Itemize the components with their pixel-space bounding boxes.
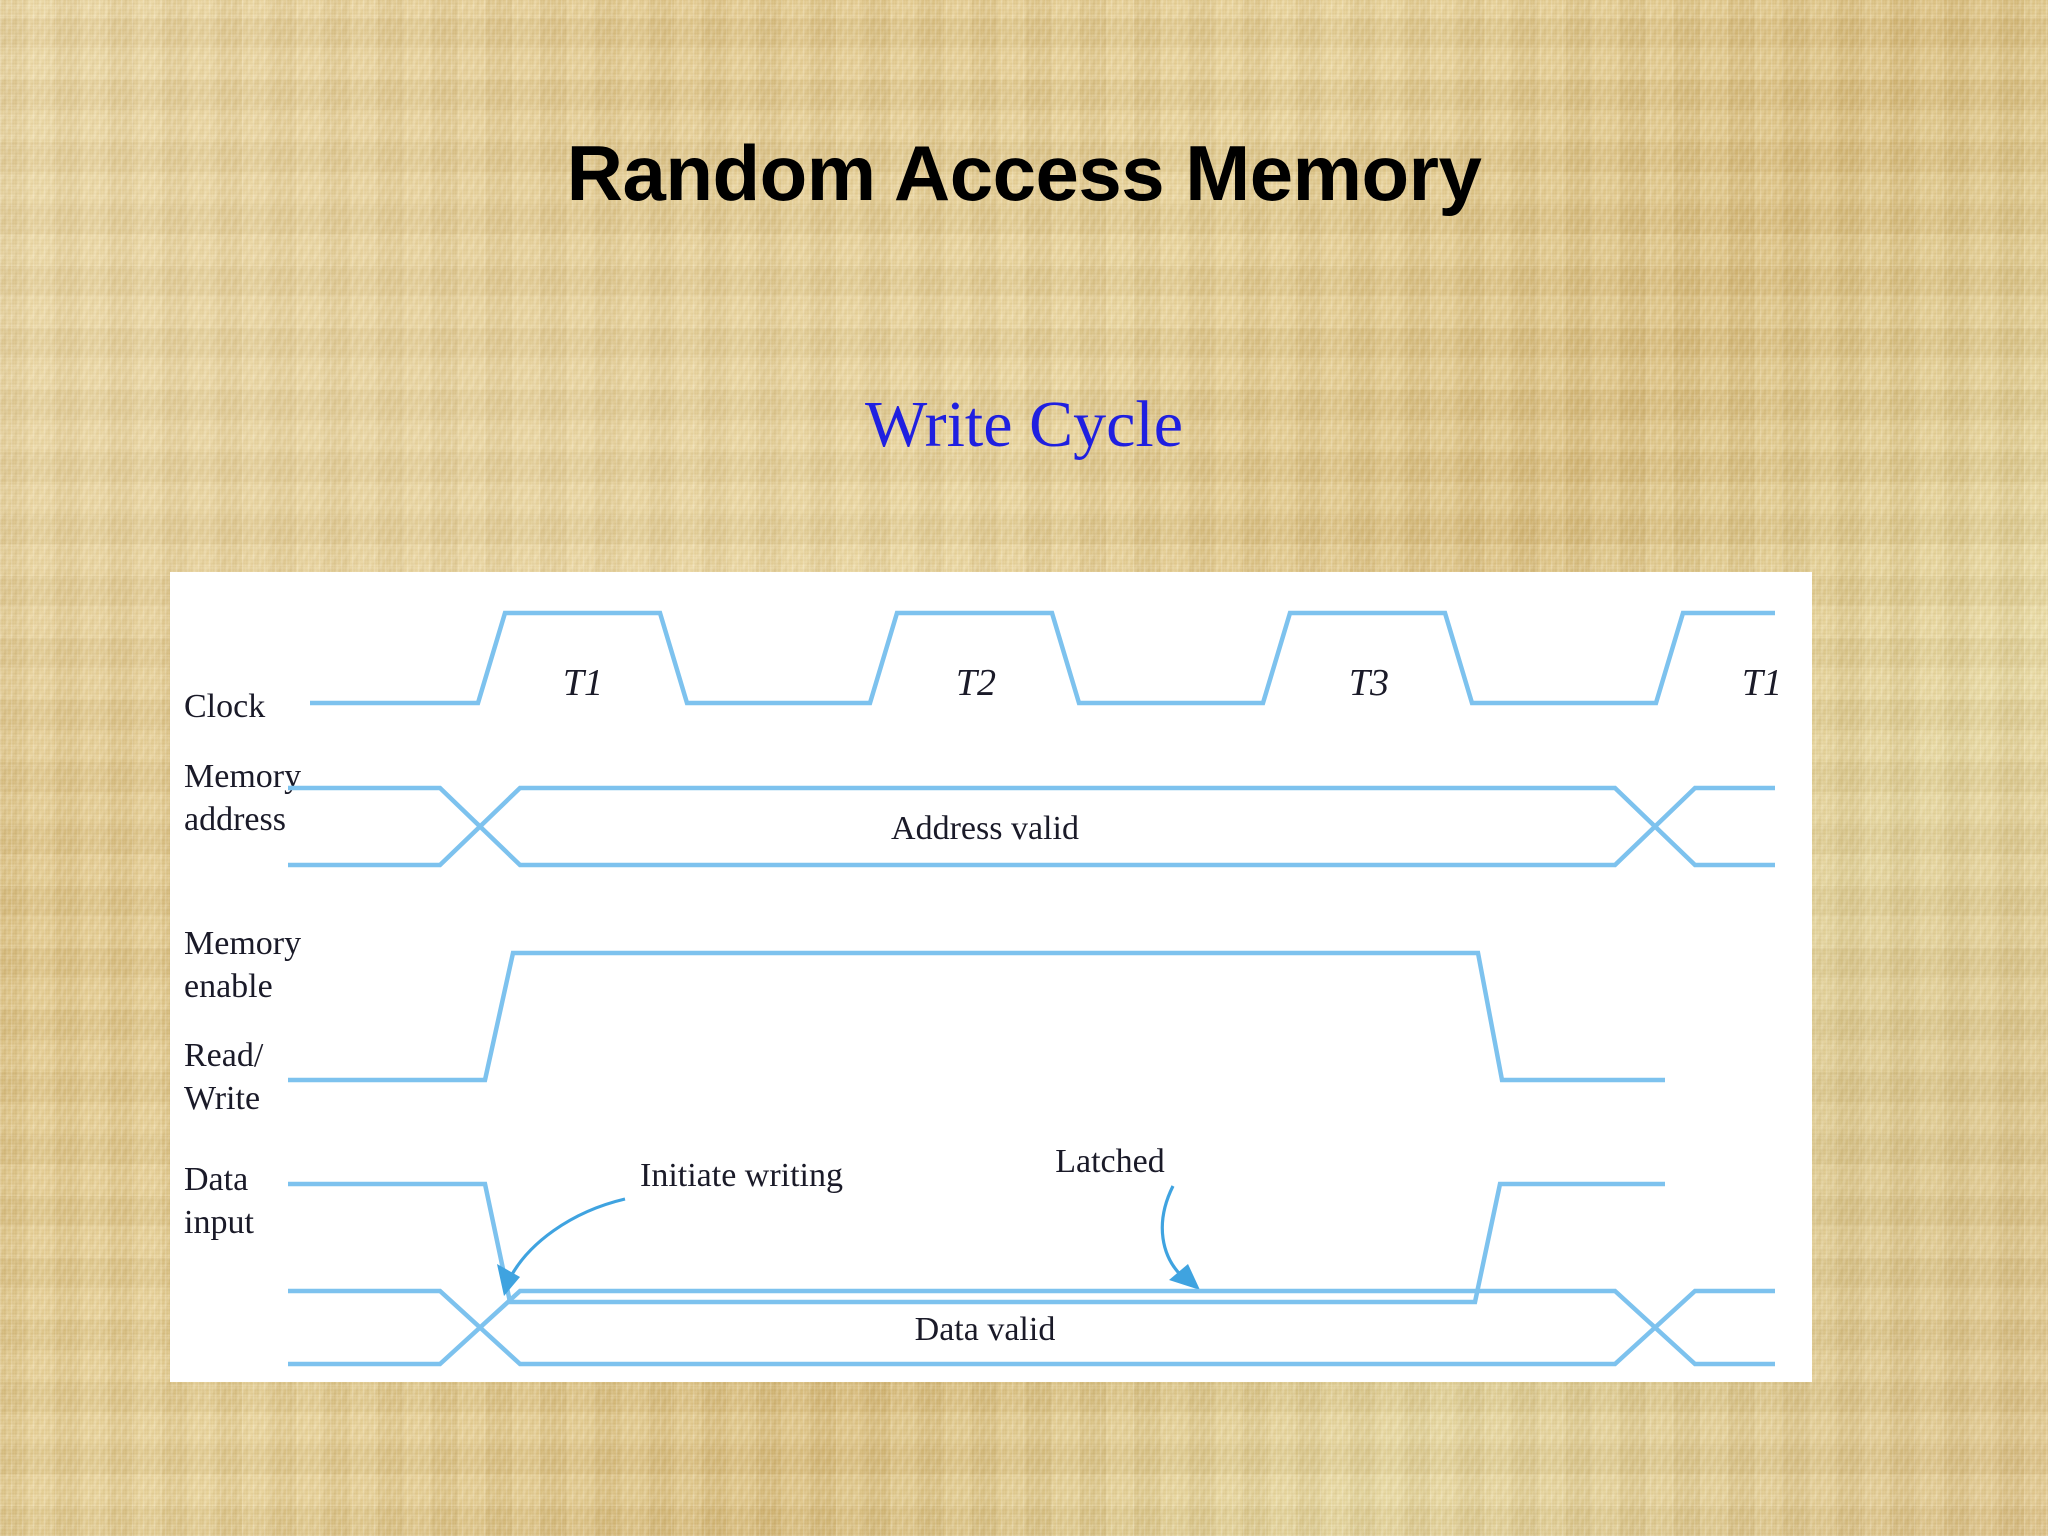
memory-address-bus — [288, 785, 1775, 868]
read-write-waveform — [288, 1181, 1665, 1305]
clock-phase-label-1: T1 — [563, 662, 603, 704]
memory-enable-waveform — [288, 950, 1665, 1083]
annotation-initiate-writing: Initiate writing — [497, 1157, 843, 1296]
data-input-bus — [288, 1288, 1775, 1367]
latched-arrowhead — [1169, 1264, 1200, 1290]
initiate-writing-arrowhead — [497, 1264, 520, 1296]
initiate-writing-label: Initiate writing — [640, 1157, 843, 1194]
clock-phase-label-2: T2 — [956, 662, 996, 704]
timing-diagram-svg: Clock Memory address Memory enable Read/… — [184, 610, 1782, 1367]
clock-waveform — [310, 610, 1775, 706]
latched-label: Latched — [1055, 1143, 1165, 1180]
clock-phase-label-4: T1 — [1742, 662, 1782, 704]
clock-phase-label-3: T3 — [1349, 662, 1389, 704]
signal-label-read-write: Read/ Write — [184, 1037, 272, 1117]
data-valid-label: Data valid — [915, 1311, 1056, 1348]
address-valid-label: Address valid — [891, 810, 1079, 847]
signal-label-memory-address: Memory address — [184, 758, 310, 838]
annotation-latched: Latched — [1055, 1143, 1200, 1290]
page-title: Random Access Memory — [566, 129, 1482, 217]
signal-label-clock: Clock — [184, 688, 265, 725]
timing-diagram-panel: Clock Memory address Memory enable Read/… — [170, 572, 1812, 1382]
signal-label-memory-enable: Memory enable — [184, 925, 310, 1005]
page-subtitle: Write Cycle — [864, 388, 1184, 461]
signal-label-data-input: Data input — [184, 1161, 257, 1241]
